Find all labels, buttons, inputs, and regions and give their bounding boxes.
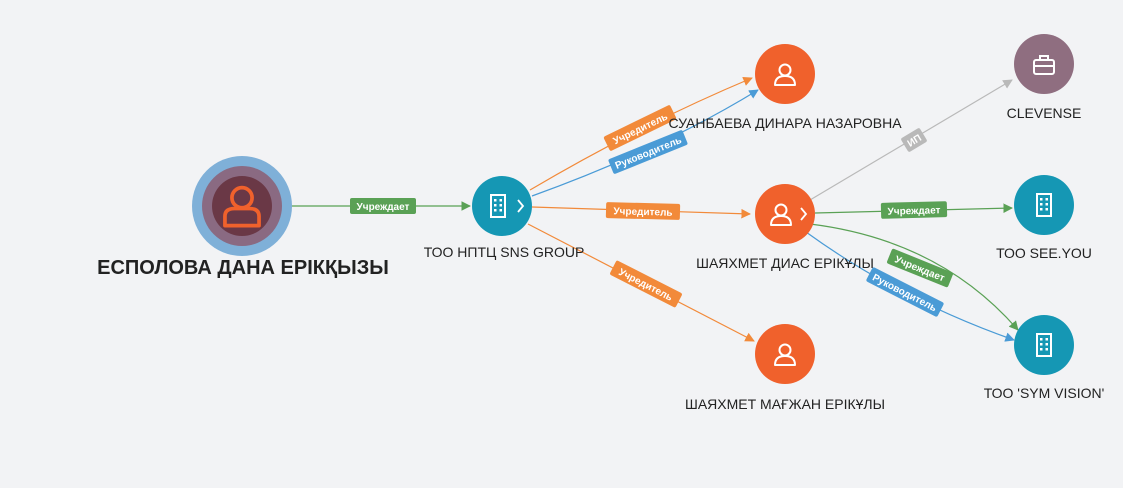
node-label: ЕСПОЛОВА ДАНА ЕРІКҚЫЗЫ [97,257,389,279]
edge-sns-dias[interactable]: Учредитель [531,202,751,220]
node-label: ТОО НПТЦ SNS GROUP [424,244,585,260]
node-seeyou[interactable]: ТОО SEE.YOU [996,175,1092,261]
node-magzhan[interactable]: ШАЯХМЕТ МАҒЖАН ЕРІКҰЛЫ [685,324,885,412]
node-dias[interactable]: ШАЯХМЕТ ДИАС ЕРІКҰЛЫ [696,184,874,271]
node-label: CLEVENSE [1007,105,1082,121]
edge-dias-symvision-manager[interactable]: Руководитель [805,231,1015,342]
chevron-right-icon[interactable] [517,199,525,213]
node-label: СУАНБАЕВА ДИНАРА НАЗАРОВНА [668,115,902,131]
node-clevense[interactable]: CLEVENSE [1007,34,1082,121]
node-main-person[interactable]: ЕСПОЛОВА ДАНА ЕРІКҚЫЗЫ [97,156,389,279]
edge-label: Учреждает [887,205,940,217]
node-label: ШАЯХМЕТ ДИАС ЕРІКҰЛЫ [696,255,874,271]
person-icon [223,185,261,228]
edge-sns-suanbaeva-founder[interactable]: Учредитель [529,76,753,191]
edge-label-bg [350,198,416,214]
edge-sns-suanbaeva-manager[interactable]: Руководитель [531,89,759,197]
node-symvision[interactable]: ТОО 'SYM VISION' [984,315,1105,401]
edge-label: Учредитель [613,206,672,219]
edge-main-sns[interactable]: Учреждает [290,198,471,214]
edge-label: Учреждает [357,202,410,213]
edge-sns-magzhan[interactable]: Учредитель [527,223,755,342]
edge-dias-clevense[interactable]: ИП [809,79,1013,201]
edges: Учреждает Учредитель Руководитель Учреди… [290,76,1019,342]
edge-dias-symvision-establishes[interactable]: Учреждает [809,223,1019,331]
node-label: ШАЯХМЕТ МАҒЖАН ЕРІКҰЛЫ [685,396,885,412]
node-label: ТОО 'SYM VISION' [984,385,1105,401]
chevron-right-icon[interactable] [800,207,808,221]
node-suanbaeva[interactable]: СУАНБАЕВА ДИНАРА НАЗАРОВНА [668,44,902,131]
node-sns-group[interactable]: ТОО НПТЦ SNS GROUP [424,176,585,260]
edge-dias-seeyou[interactable]: Учреждает [814,201,1013,219]
node-label: ТОО SEE.YOU [996,245,1092,261]
